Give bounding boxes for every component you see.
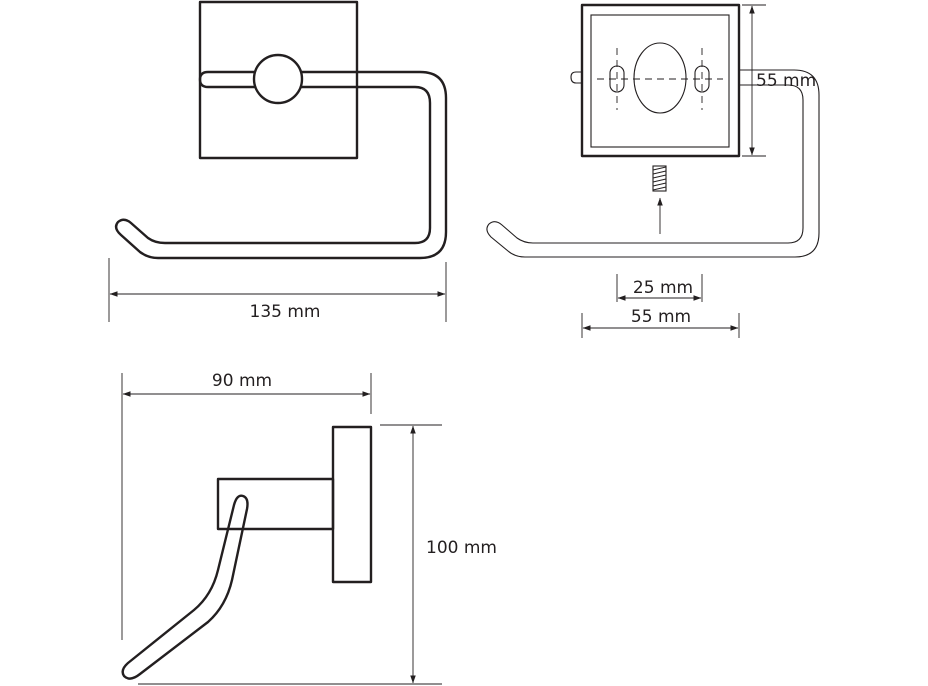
side-height-label: 100 mm xyxy=(426,538,497,558)
front-mount-cap xyxy=(252,53,304,105)
side-wall-plate xyxy=(331,425,373,584)
front-width-label: 135 mm xyxy=(250,302,321,322)
side-holder-arm xyxy=(121,494,249,680)
mount-plate-inner xyxy=(590,14,730,148)
mount-screw-icon xyxy=(652,165,667,192)
mount-center-oval xyxy=(633,42,687,114)
front-holder-arm xyxy=(114,70,448,260)
front-view: 135 mm xyxy=(108,0,448,322)
hole-spacing-label: 25 mm xyxy=(633,278,693,298)
mount-plate-outer xyxy=(580,3,741,158)
side-depth-label: 90 mm xyxy=(212,371,272,391)
mount-height-label: 55 mm xyxy=(756,71,816,91)
mount-view-pin xyxy=(570,71,582,84)
mount-view-holder-arm xyxy=(486,69,820,258)
mount-view: 55 mm 25 mm 55 mm xyxy=(486,3,820,338)
side-view: 90 mm 100 mm xyxy=(121,371,497,685)
mount-width-label: 55 mm xyxy=(631,307,691,327)
side-mount-block xyxy=(216,477,335,531)
